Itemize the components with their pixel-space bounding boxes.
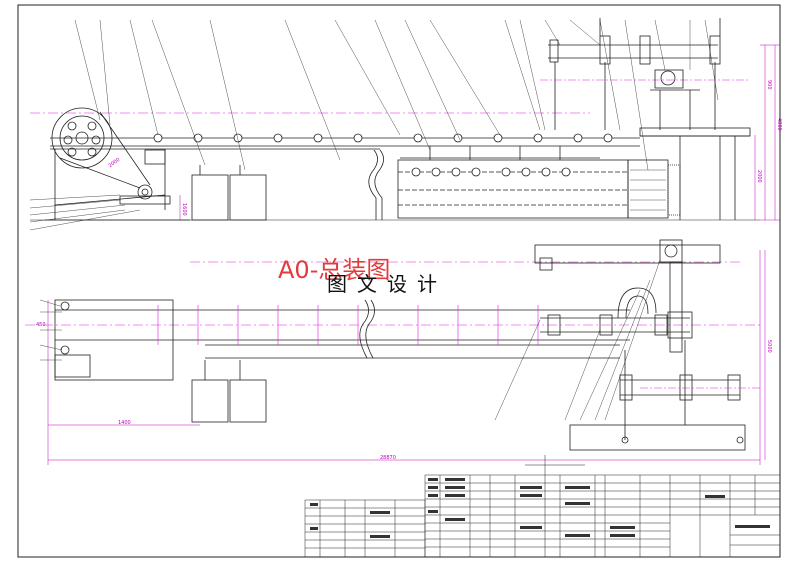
leader-lines-bottom bbox=[39, 259, 661, 421]
leader-lines-top bbox=[29, 19, 719, 231]
dim-v4: 1600 bbox=[181, 203, 187, 216]
drawing-title-cn: 图文设计 bbox=[327, 272, 447, 296]
dim-height-right: 5000 bbox=[766, 340, 772, 353]
plan-view bbox=[25, 239, 766, 475]
elevation-view bbox=[30, 18, 780, 221]
dim-v1: 900 bbox=[766, 80, 772, 90]
dim-total-length: 28870 bbox=[380, 455, 396, 461]
drawing-title-red: A0-总装图 bbox=[278, 256, 391, 284]
dim-left-segment: 1400 bbox=[118, 420, 131, 426]
parts-list-fill bbox=[310, 478, 770, 538]
parts-list-table bbox=[304, 474, 781, 558]
dim-small-left: 450 bbox=[36, 322, 46, 328]
dim-v2: 4800 bbox=[776, 118, 782, 131]
dim-v3: 2000 bbox=[756, 170, 762, 183]
